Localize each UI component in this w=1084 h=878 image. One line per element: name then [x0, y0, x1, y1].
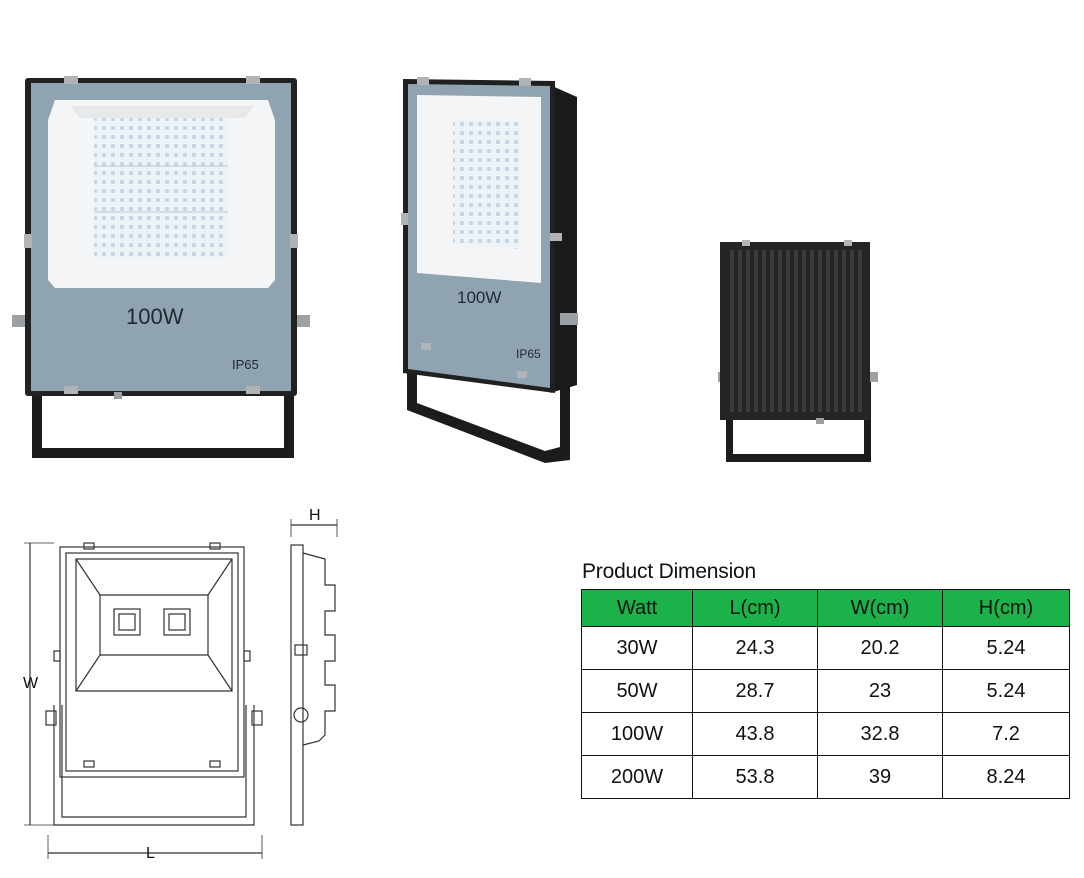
floodlight-angled-photo: 100W IP65: [395, 75, 590, 470]
column-header: Watt: [581, 589, 693, 627]
dimension-h-label: H: [309, 507, 321, 524]
ip-rating-label: IP65: [516, 347, 541, 361]
table-row: 200W 53.8 39 8.24: [581, 755, 1070, 799]
dimension-drawing-side: H: [285, 505, 345, 830]
column-header: L(cm): [692, 589, 818, 627]
table-header-row: Watt L(cm) W(cm) H(cm): [581, 589, 1070, 627]
table-cell: 39: [817, 755, 943, 799]
table-cell: 200W: [581, 755, 693, 799]
table-cell: 30W: [581, 626, 693, 670]
floodlight-front-photo: 100W IP65: [10, 70, 310, 470]
table-row: 30W 24.3 20.2 5.24: [581, 626, 1070, 670]
table-cell: 23: [817, 669, 943, 713]
table-cell: 5.24: [942, 669, 1070, 713]
table-cell: 53.8: [692, 755, 818, 799]
dimension-l-label: L: [146, 845, 155, 862]
dimension-drawing-front: W L: [18, 535, 278, 865]
table-cell: 100W: [581, 712, 693, 756]
ip-rating-label: IP65: [232, 357, 259, 372]
column-header: H(cm): [942, 589, 1070, 627]
table-row: 50W 28.7 23 5.24: [581, 669, 1070, 713]
dimension-table: Watt L(cm) W(cm) H(cm) 30W 24.3 20.2 5.2…: [581, 589, 1070, 799]
table-title: Product Dimension: [582, 560, 757, 583]
table-cell: 20.2: [817, 626, 943, 670]
table-cell: 50W: [581, 669, 693, 713]
dimension-w-label: W: [23, 675, 39, 692]
table-cell: 28.7: [692, 669, 818, 713]
wattage-label: 100W: [457, 288, 502, 307]
table-cell: 24.3: [692, 626, 818, 670]
table-cell: 7.2: [942, 712, 1070, 756]
table-cell: 5.24: [942, 626, 1070, 670]
table-cell: 8.24: [942, 755, 1070, 799]
table-row: 100W 43.8 32.8 7.2: [581, 712, 1070, 756]
column-header: W(cm): [817, 589, 943, 627]
wattage-label: 100W: [126, 304, 184, 329]
table-cell: 43.8: [692, 712, 818, 756]
table-cell: 32.8: [817, 712, 943, 756]
floodlight-back-photo: [716, 238, 881, 468]
